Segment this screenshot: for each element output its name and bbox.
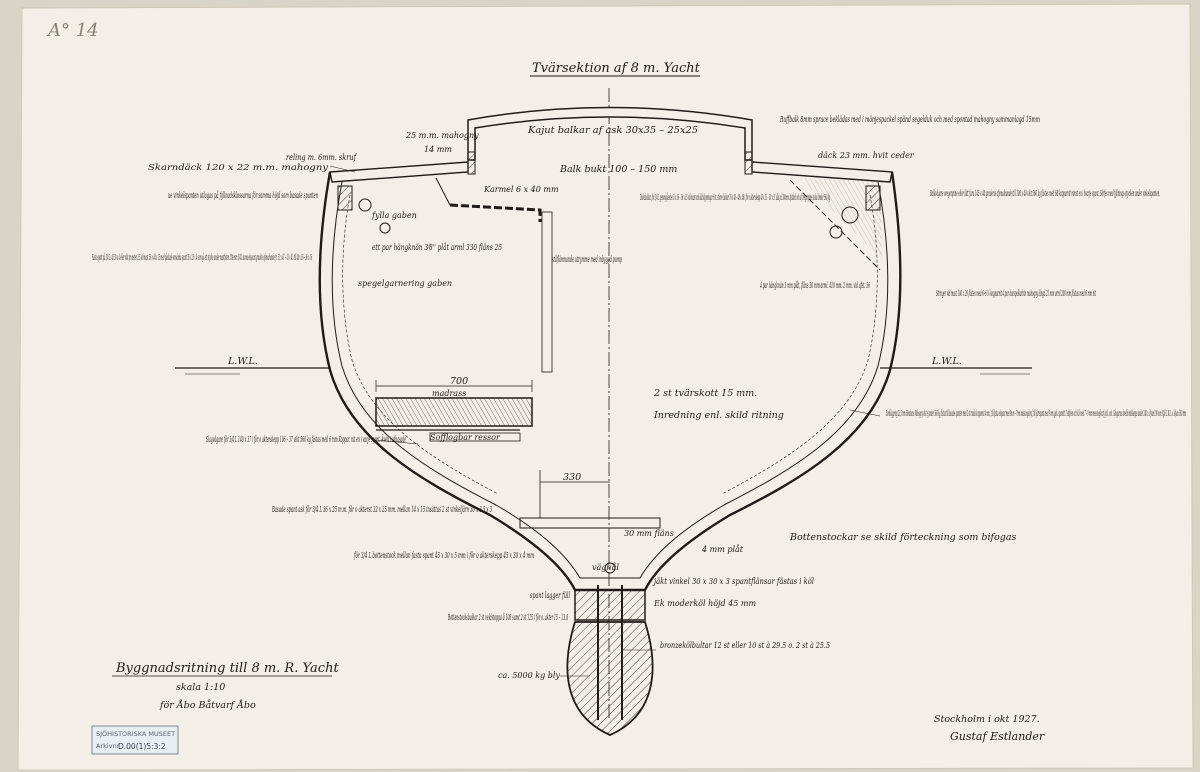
dimension-700: 700 (450, 376, 468, 387)
note-floors-list: Bottenstockar se skild förteckning som b… (789, 532, 1017, 543)
cabin-roof (467, 106, 753, 161)
note-stringer: Stringer vid mast 100 x 29 fästes med 6–… (936, 289, 1096, 298)
drawing-scale: skala 1:10 (176, 682, 225, 693)
deck-left (329, 161, 469, 183)
note-frames-fixed: Fasta spant på 3/4 L: 45.30 x 4 eller vi… (92, 253, 312, 262)
drawing-title: Byggnadsritning till 8 m. R. Yacht (115, 661, 339, 676)
deck-right (751, 161, 893, 183)
note-oak-keel: Ek moderköl höjd 45 mm (653, 599, 757, 608)
note-bent-frames: Basade spant ask för 3/4 L 36 x 25 m.m. … (272, 505, 492, 514)
note-mahogany-25: 25 m.m. mahogny (405, 131, 479, 140)
note-bulkheads: 2 st tvärskott 15 mm. (653, 388, 757, 399)
berth (375, 397, 533, 427)
note-knees-outlay: ue vinkelspanten utlagas på fyllnadsklos… (168, 191, 318, 200)
dimension-330: 330 (563, 472, 581, 483)
note-keel-bolts: bronzekölbultar 12 st eller 10 st à 29.5… (660, 641, 830, 650)
note-roof-beam: Ruffbalk 8mm spruce beklädas med i mönje… (779, 115, 1040, 124)
sheet-number: A° 14 (46, 20, 99, 41)
note-dim-14: 14 mm (424, 145, 452, 154)
note-rail: reling m. 6mm. skruf (286, 153, 358, 162)
drawing-client: för Åbo Båtvarf Åbo (159, 699, 256, 711)
hull-inner (331, 181, 889, 579)
note-sheer-strake: Skarndäck 120 x 22 m.m. mahogny (148, 163, 329, 172)
place-date: Stockholm i okt 1927. (934, 714, 1040, 725)
stamp-line1: SJÖHISTORISKA MUSEET (96, 729, 175, 738)
note-berth-springs: Sofflogbar ressor (430, 433, 501, 442)
note-clamp: Balkvägare oregonpine eller lätt furu 14… (930, 189, 1160, 198)
note-mattress: madrass (432, 389, 466, 398)
archive-stamp: SJÖHISTORISKA MUSEET Arkivnr D.00(1)5:3:… (91, 725, 179, 755)
stamp-number: D.00(1)5:3:2 (118, 742, 166, 751)
note-floor-beam: Slagvägare för 3/4 L 140 x 37 i för o ak… (206, 435, 406, 444)
note-deck-cedar: däck 23 mm. hvit ceder (818, 151, 915, 160)
note-frame-skeg: spant lagger füll (530, 591, 570, 600)
note-floor-timbers: Bottenstocksbalkar 2 st veldstoppa å 108… (448, 613, 568, 622)
note-cabin-beams: Kajut balkar af ask 30x35 – 25x25 (527, 125, 698, 136)
note-drain: väghål (592, 563, 619, 572)
note-deck-beams: Däcksbalkar. för 3/4 L genomgående 61 x … (640, 193, 830, 202)
paper-sheet (17, 3, 1194, 771)
note-beam-camber: Balk bukt 100 – 150 mm (559, 164, 677, 175)
note-fill-hull: fylla gaben (371, 211, 417, 220)
stamp-line2: Arkivnr (96, 742, 120, 750)
note-knees-pair: 4 par hängknän 3 mm plåt, fläns 30 mm ar… (760, 281, 870, 290)
lwl-left-label: L.W.L. (227, 356, 258, 367)
note-angle-iron: jäkt vinkel 30 x 30 x 3 spantflänsar fäs… (652, 577, 814, 586)
note-lead-keel: ca. 5000 kg bly (498, 671, 560, 680)
note-coaming: Karmel 6 x 40 mm (483, 185, 559, 194)
lwl-right-label: L.W.L. (931, 356, 962, 367)
drawing-header-title: Tvärsektion af 8 m. Yacht (532, 61, 701, 76)
note-standing: ståflämnande utrymme med inbyggd pump (552, 255, 622, 264)
note-floors-iron: för 3/4 L bottenstock mellan fasta spant… (354, 551, 535, 560)
note-mirror: spegelgarnering gaben (358, 279, 452, 288)
note-hanging-knee: ett par hängknän 3⁄8'' plåt arml 330 flä… (372, 243, 502, 252)
wood-keel (574, 589, 646, 621)
note-planking: Bordläggning 23,5 mm Honduras Mahogny vi… (886, 409, 1186, 418)
note-ceiling-30: 30 mm fläns (624, 529, 674, 538)
note-interior: Inredning enl. skild ritning (653, 410, 784, 421)
note-plate-4: 4 mm plåt (701, 545, 744, 554)
signature: Gustaf Estlander (950, 730, 1045, 743)
